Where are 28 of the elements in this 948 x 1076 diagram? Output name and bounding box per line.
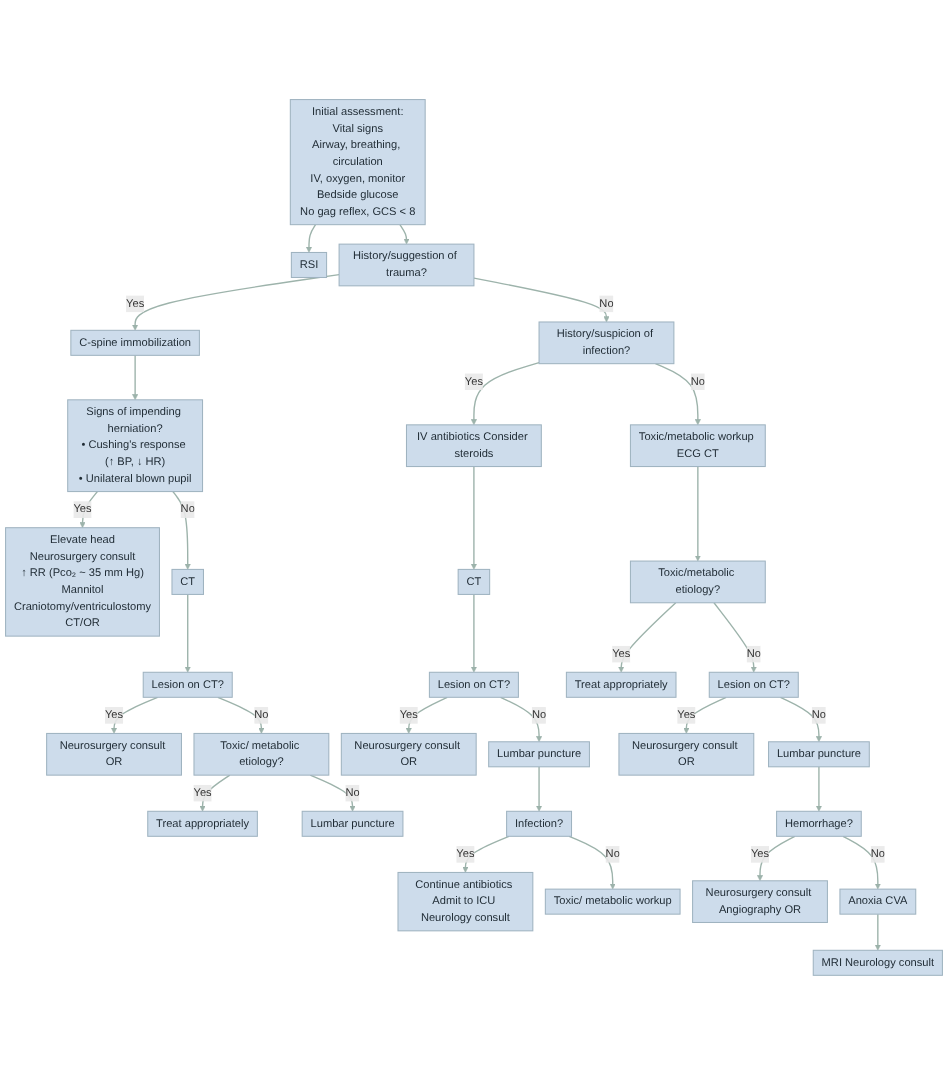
arrow: [694, 466, 701, 562]
arrow: [713, 602, 757, 674]
arrow: [399, 224, 410, 245]
arrow: [568, 836, 616, 890]
arrow: [184, 594, 191, 674]
arrow: [217, 697, 265, 735]
arrow: [779, 697, 822, 743]
arrow: [473, 277, 610, 323]
arrow: [405, 697, 448, 735]
arrow: [172, 491, 191, 571]
arrow: [618, 602, 677, 674]
arrow: [842, 836, 881, 890]
arrow: [654, 363, 701, 426]
arrow: [683, 697, 727, 735]
arrow: [815, 766, 822, 813]
arrow: [756, 836, 796, 882]
arrow: [470, 362, 540, 426]
arrow: [536, 766, 543, 813]
arrow: [309, 775, 356, 813]
arrow: [132, 274, 340, 332]
arrow: [470, 466, 477, 571]
arrow: [305, 224, 317, 254]
arrow: [462, 836, 510, 874]
arrow: [499, 697, 543, 743]
arrow: [470, 594, 477, 674]
arrow: [111, 697, 159, 735]
arrow: [132, 355, 139, 401]
arrow: [874, 914, 881, 952]
